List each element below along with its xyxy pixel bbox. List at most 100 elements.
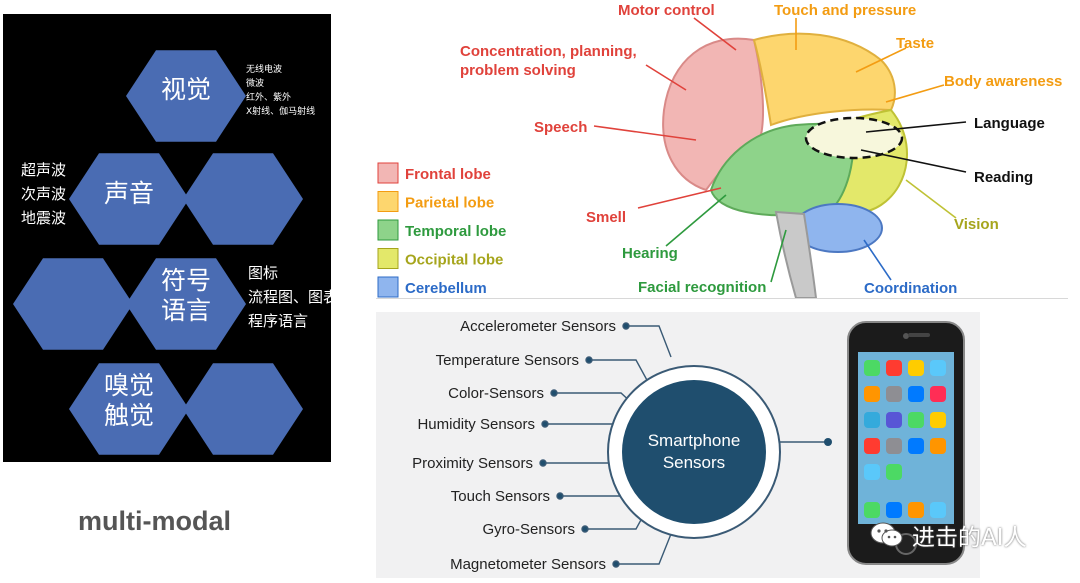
legend-label: Cerebellum [405,280,487,297]
legend-label: Temporal lobe [405,223,506,240]
label-facial-recognition: Facial recognition [638,279,766,296]
dock-icon [930,502,946,518]
app-icon [864,386,880,402]
vision-note: 红外、紫外 [246,91,291,103]
app-icon [864,438,880,454]
legend-label: Parietal lobe [405,195,494,212]
sensor-label: Humidity Sensors [417,416,535,433]
multimodal-caption: multi-modal [78,506,231,536]
vision-note: 微波 [246,77,264,89]
hex-empty-a [183,153,303,245]
center-circle [622,380,766,524]
app-icon [886,360,902,376]
watermark: 进击的AI人 [870,518,1027,552]
sensor-dot [622,322,630,330]
sensor-dot [550,389,558,397]
sensor-connector [626,325,672,358]
sensor-label: Magnetometer Sensors [450,556,606,573]
symbol-note: 图标 [248,264,278,282]
vision-note: 无线电波 [246,63,282,75]
app-icon [864,464,880,480]
sound-note: 次声波 [21,185,66,203]
multimodal-hexagon-panel: 视觉 声音 符号语言 嗅觉触觉 无线电波微波红外、紫外 X射线、伽马射线 超声波次… [3,14,331,462]
legend-label: Frontal lobe [405,166,491,183]
vision-note: X射线、伽马射线 [246,105,315,117]
app-icon [886,386,902,402]
label-hearing: Hearing [622,245,678,262]
app-icon [886,412,902,428]
dock-icon [908,502,924,518]
symbol-note: 程序语言 [248,312,308,330]
app-icon [930,386,946,402]
hex-label-sound: 声音 [104,179,154,208]
watermark-text: 进击的AI人 [912,525,1027,551]
app-icon [930,360,946,376]
smartphone-image [847,321,965,565]
sensor-dot [541,420,549,428]
sensor-connector [589,359,649,383]
sound-note: 地震波 [21,209,66,227]
sensor-label: Touch Sensors [451,488,550,505]
app-icon [886,438,902,454]
dock-icon [886,502,902,518]
label-body-awareness: Body awareness [944,73,1062,90]
legend-swatch [377,162,399,184]
language-area [804,116,904,160]
app-icon [864,360,880,376]
app-icon [908,412,924,428]
label-taste: Taste [896,35,934,52]
app-icon [864,412,880,428]
app-icon [930,438,946,454]
hex-sound [69,153,189,245]
hex-label-symbol: 符号语言 [161,266,211,325]
legend-swatch [377,248,399,269]
sensor-label: Accelerometer Sensors [460,318,616,335]
label-coordination: Coordination [864,280,957,297]
hex-label-smell-touch: 嗅觉触觉 [104,371,154,430]
hex-symbol [126,258,246,350]
hex-empty-c [183,363,303,455]
app-icon [886,464,902,480]
symbol-note: 流程图、图表 [248,288,331,306]
label-concentration: Concentration, planning,problem solving [460,43,637,79]
sensor-label: Gyro-Sensors [482,521,575,538]
sensor-dot [612,560,620,568]
parietal-lobe [752,32,896,127]
label-touch-pressure: Touch and pressure [774,2,916,19]
sensor-connector [554,392,634,405]
label-vision: Vision [954,216,999,233]
legend-label: Occipital lobe [405,252,503,269]
label-reading: Reading [974,169,1033,186]
app-icon [908,360,924,376]
sensor-label: Color-Sensors [448,385,544,402]
hex-empty-b [13,258,133,350]
sensor-dot [539,459,547,467]
app-icon [908,386,924,402]
app-icon [930,412,946,428]
sensor-connector [616,533,672,565]
sound-note: 超声波 [21,161,66,179]
brain-svg: Motor control Touch and pressure Taste C… [377,2,1062,299]
hex-label-vision: 视觉 [161,75,211,104]
hex-smell-touch [69,363,189,455]
sensor-dot [581,525,589,533]
sensor-label: Proximity Sensors [412,455,533,472]
label-speech: Speech [534,119,587,136]
sensor-label: Temperature Sensors [436,352,579,369]
legend-swatch [377,191,399,212]
sensor-dot [556,492,564,500]
app-icon [908,438,924,454]
sensor-dot [585,356,593,364]
hex-vision [126,50,246,142]
brain-lobes-diagram: Motor control Touch and pressure Taste C… [376,0,1068,299]
legend-swatch [377,219,399,241]
label-motor-control: Motor control [618,2,715,19]
wechat-icon [870,522,903,547]
legend-swatch [377,276,399,298]
label-smell: Smell [586,209,626,226]
